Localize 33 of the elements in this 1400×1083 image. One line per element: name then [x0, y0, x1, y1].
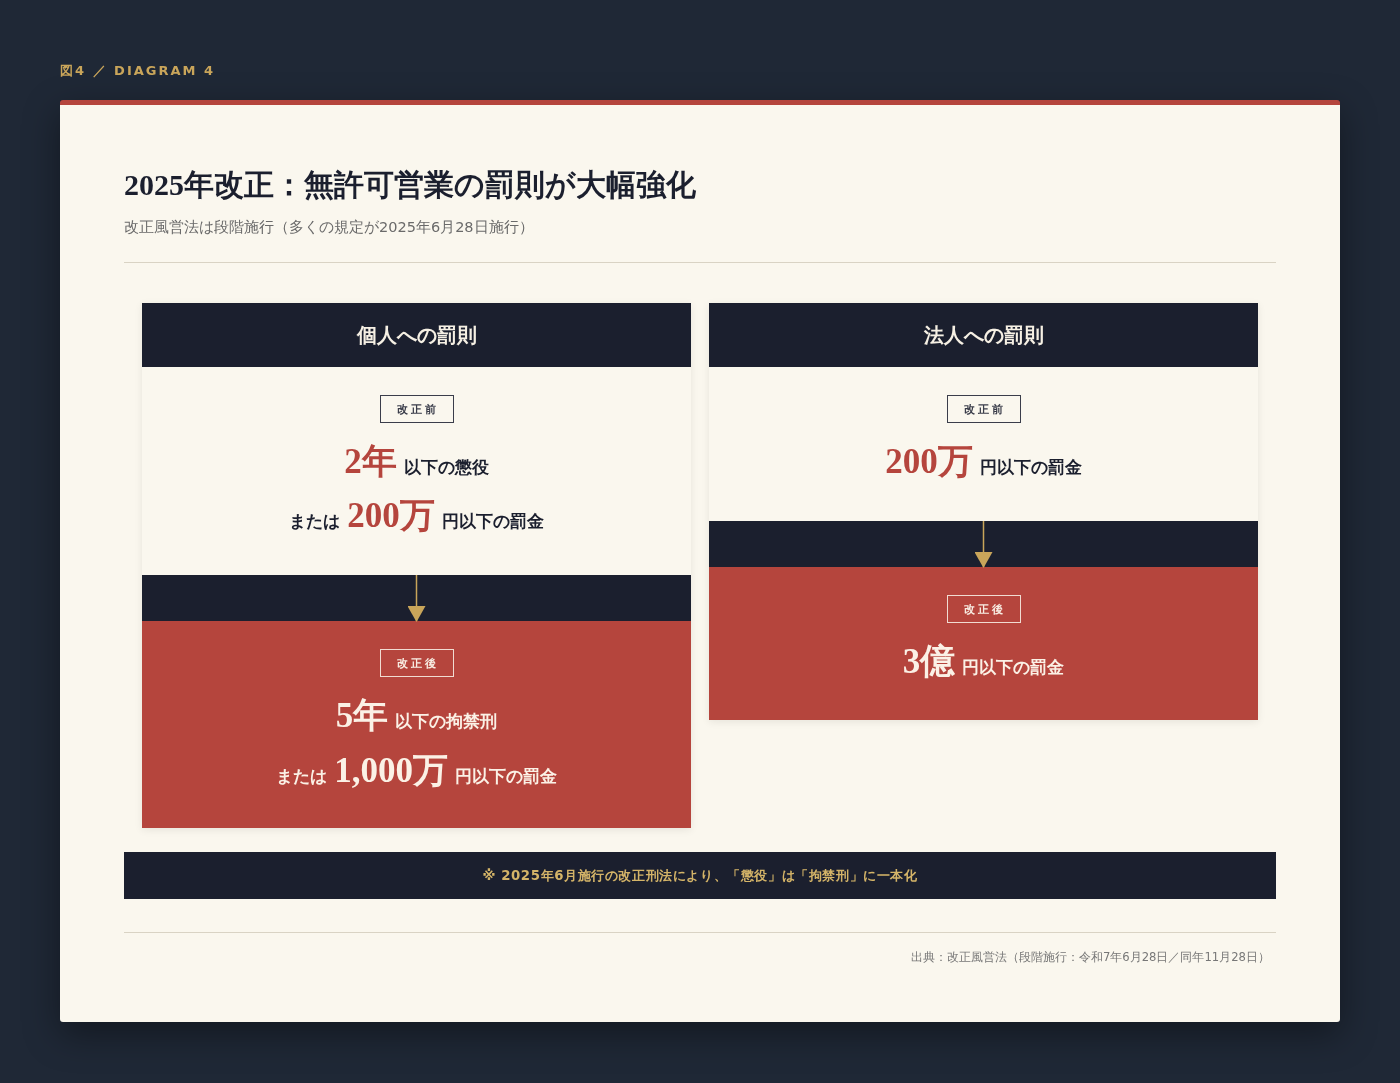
penalty-amount: 1,000万 [334, 750, 448, 792]
penalty-amount: 5年 [335, 695, 389, 737]
penalty-text: 以下の拘禁刑 [395, 711, 498, 733]
before-panel [142, 367, 691, 575]
penalty-card [709, 303, 1258, 720]
penalty-text: または [289, 511, 341, 533]
arrow [407, 574, 426, 622]
status-tag: 改正前 [946, 395, 1021, 423]
penalty-text: 円以下の罰金 [962, 657, 1065, 679]
penalty-amount: 200万 [885, 441, 973, 483]
penalty-card [142, 303, 691, 828]
status-tag: 改正後 [379, 649, 454, 677]
penalty-amount: 200万 [347, 495, 435, 537]
card-header: 法人への罰則 [922, 322, 1045, 348]
penalty-amount: 3億 [902, 641, 956, 683]
note-bar: ※ 2025年6月施行の改正刑法により、「懲役」は「拘禁刑」に一本化 [124, 852, 1276, 899]
penalty-text: 円以下の罰金 [454, 766, 557, 788]
before-panel [709, 367, 1258, 521]
penalty-text: 円以下の罰金 [441, 511, 544, 533]
figure-label: 図4 ／ DIAGRAM 4 [60, 62, 216, 80]
penalty-amount: 2年 [344, 441, 397, 483]
diagram-title: 2025年改正：無許可営業の罰則が大幅強化 [124, 167, 696, 203]
arrow [974, 520, 993, 568]
subtitle: 改正風営法は段階施行（多くの規定が2025年6月28日施行） [124, 218, 534, 237]
status-tag: 改正後 [946, 595, 1021, 623]
penalty-text: 以下の懲役 [403, 457, 489, 479]
penalty-text: または [276, 766, 328, 788]
status-tag: 改正前 [379, 395, 454, 423]
after-panel [709, 567, 1258, 720]
source-note: 出典：改正風営法（段階施行：令和7年6月28日／同年11月28日） [911, 950, 1270, 965]
after-panel [142, 621, 691, 828]
penalty-text: 円以下の罰金 [979, 457, 1082, 479]
card-header: 個人への罰則 [355, 322, 478, 348]
